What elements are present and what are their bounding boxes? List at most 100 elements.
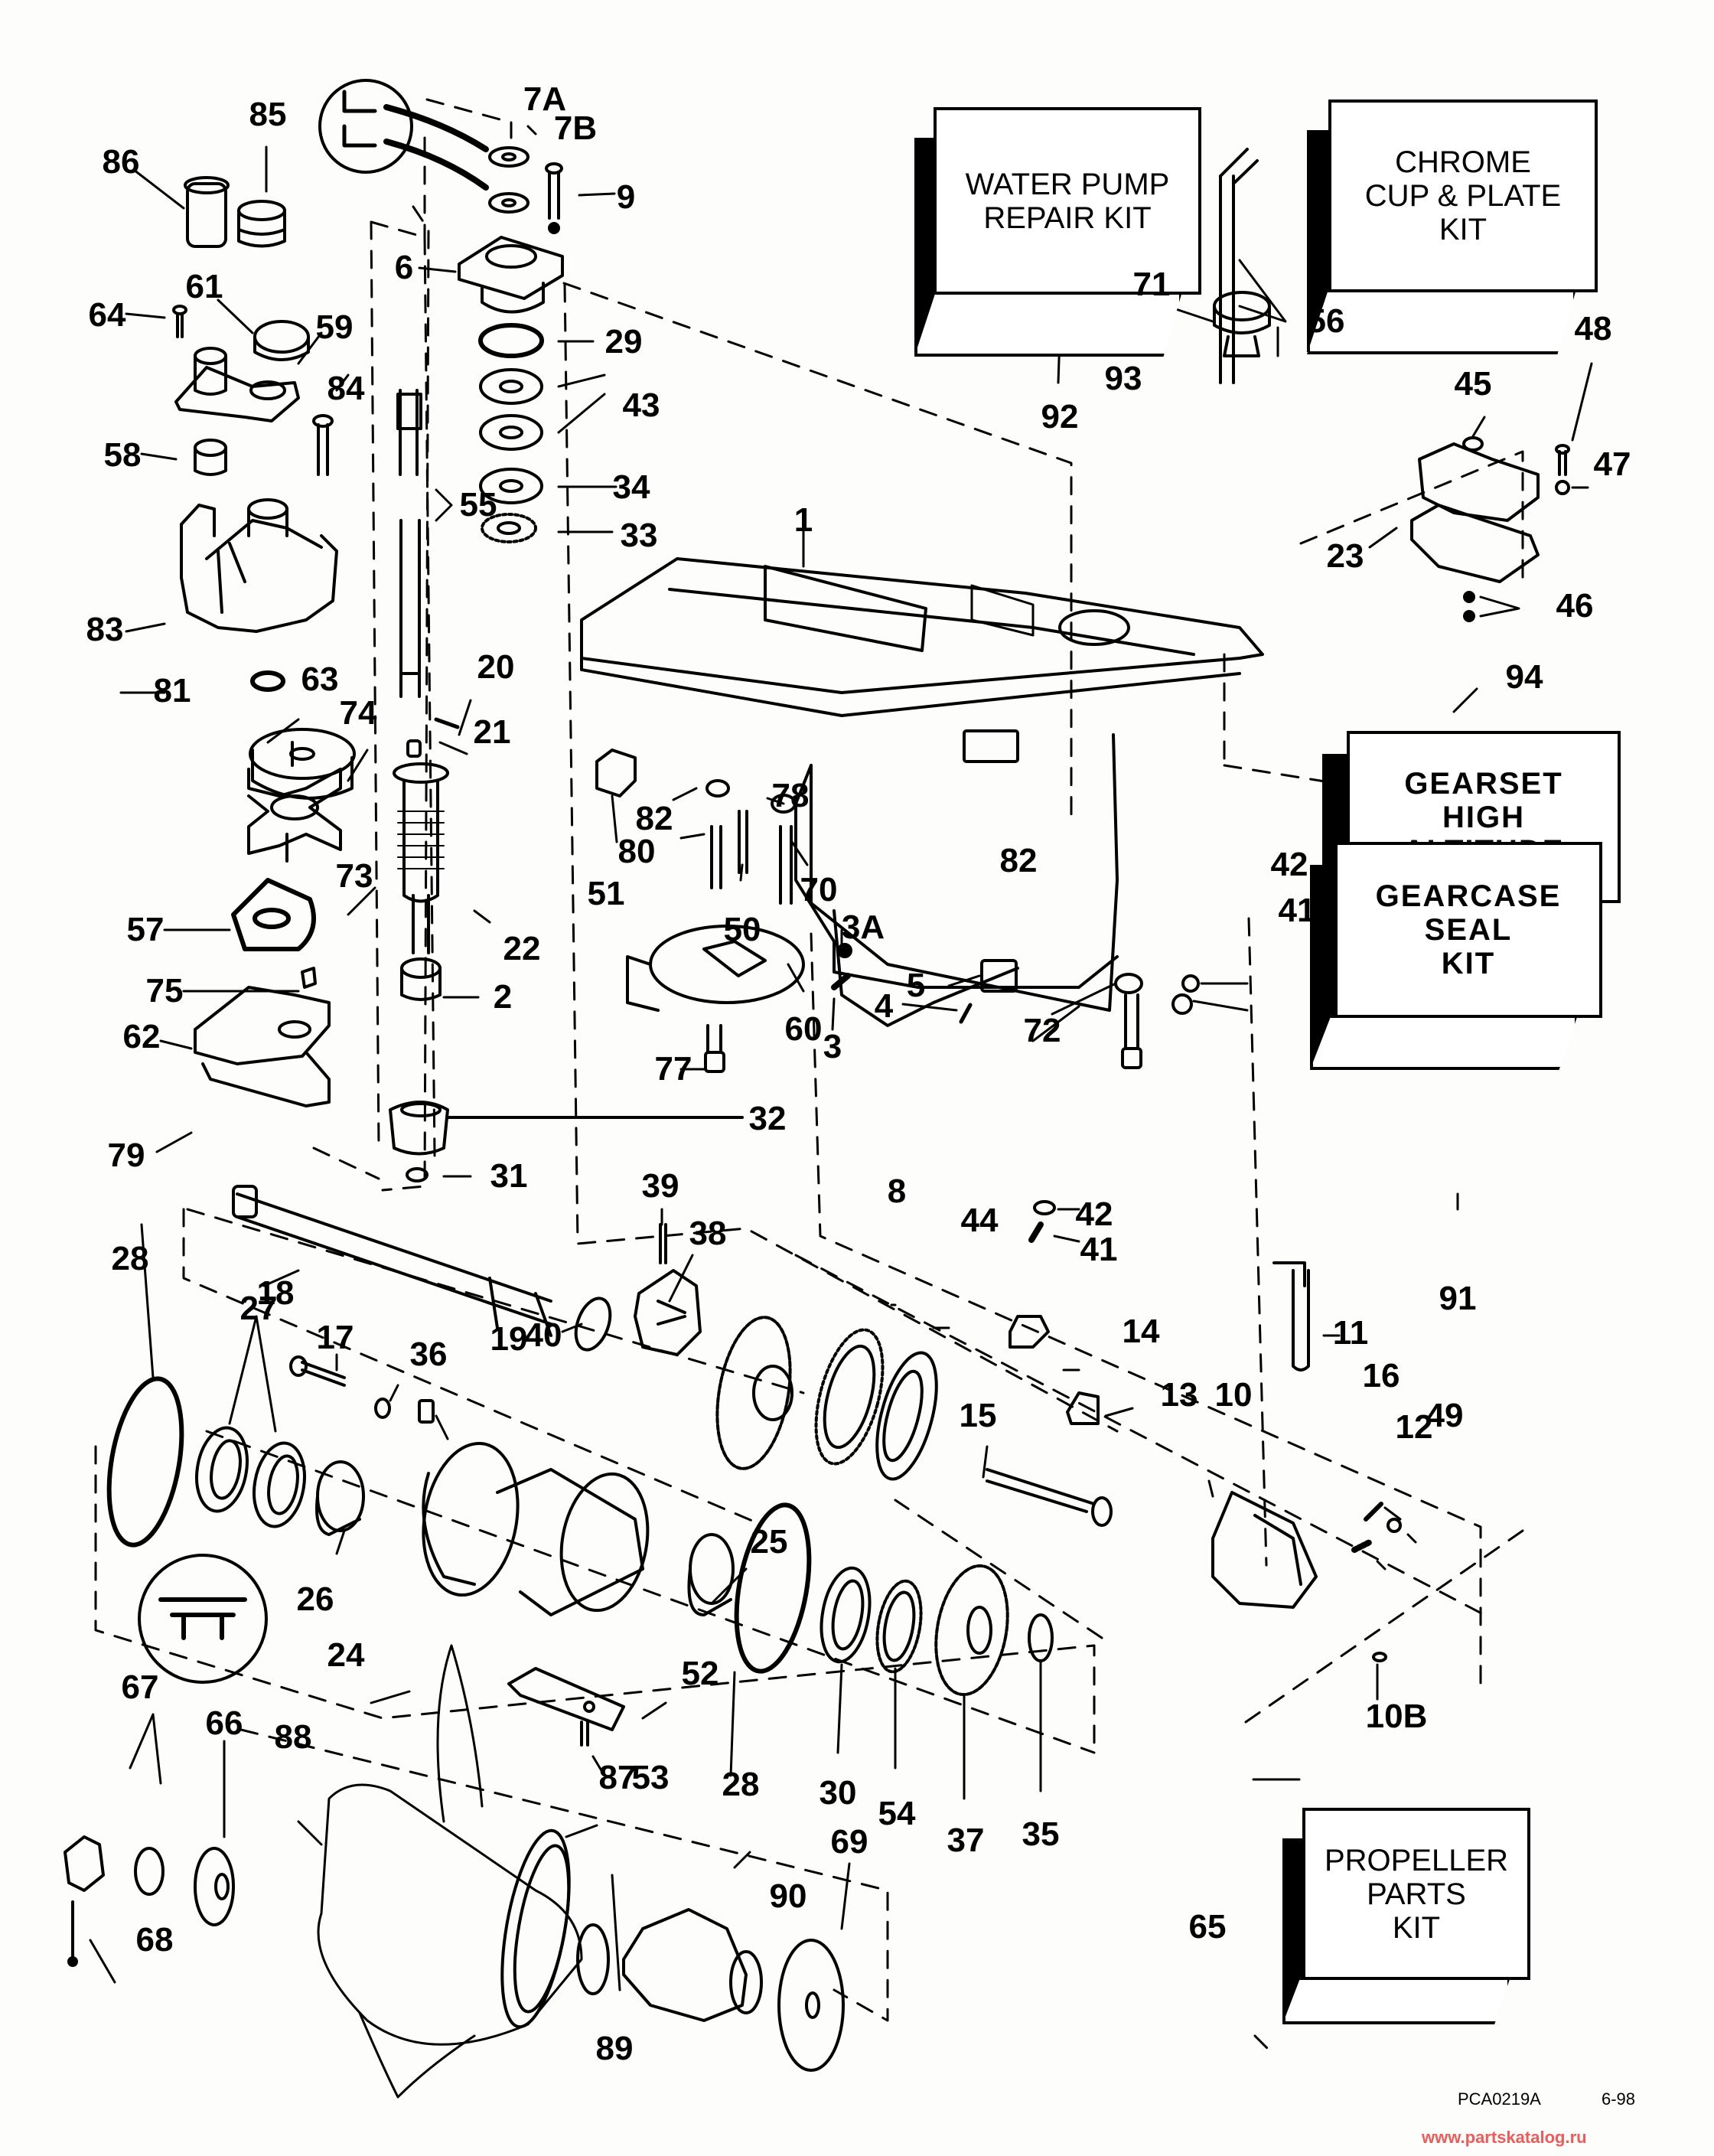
callout-64[interactable]: 64 [88, 296, 126, 334]
callout-8[interactable]: 8 [887, 1173, 907, 1210]
callout-30[interactable]: 30 [819, 1774, 857, 1812]
callout-83[interactable]: 83 [86, 611, 124, 648]
callout-34[interactable]: 34 [612, 468, 650, 506]
callout-74[interactable]: 74 [339, 694, 377, 732]
callout-37[interactable]: 37 [947, 1822, 985, 1859]
kit-box-water-pump-repair[interactable]: WATER PUMP REPAIR KIT [914, 107, 1201, 357]
callout-67[interactable]: 67 [121, 1668, 159, 1706]
callout-90[interactable]: 90 [769, 1877, 807, 1915]
callout-94[interactable]: 94 [1505, 658, 1543, 696]
callout-69[interactable]: 69 [830, 1823, 868, 1861]
kit-box-gearcase-seal[interactable]: GEARCASE SEAL KIT [1310, 842, 1608, 1071]
callout-20[interactable]: 20 [477, 648, 515, 686]
callout-55[interactable]: 55 [459, 486, 497, 524]
callout-14[interactable]: 14 [1122, 1313, 1160, 1350]
kit-box-propeller-parts[interactable]: PROPELLER PARTS KIT [1282, 1808, 1531, 2026]
callout-60[interactable]: 60 [784, 1010, 823, 1048]
callout-77[interactable]: 77 [654, 1050, 692, 1088]
callout-50[interactable]: 50 [723, 911, 761, 948]
callout-7b[interactable]: 7B [553, 109, 598, 147]
callout-56[interactable]: 56 [1307, 302, 1345, 340]
callout-2[interactable]: 2 [493, 978, 513, 1016]
callout-27[interactable]: 27 [240, 1290, 278, 1327]
callout-61[interactable]: 61 [185, 268, 223, 305]
callout-53[interactable]: 53 [631, 1759, 670, 1796]
callout-6[interactable]: 6 [394, 249, 414, 286]
callout-1[interactable]: 1 [793, 501, 813, 539]
callout-87[interactable]: 87 [598, 1759, 637, 1796]
callout-28b[interactable]: 28 [722, 1766, 760, 1803]
callout-57[interactable]: 57 [126, 911, 165, 948]
callout-32[interactable]: 32 [748, 1100, 787, 1137]
callout-24[interactable]: 24 [327, 1636, 365, 1674]
callout-21[interactable]: 21 [473, 713, 511, 751]
callout-29[interactable]: 29 [604, 323, 643, 360]
callout-75[interactable]: 75 [145, 972, 184, 1010]
callout-91[interactable]: 91 [1439, 1280, 1477, 1317]
callout-46[interactable]: 46 [1556, 587, 1594, 625]
callout-12[interactable]: 12 [1395, 1408, 1433, 1446]
callout-11[interactable]: 11 [1332, 1314, 1369, 1352]
callout-43[interactable]: 43 [622, 387, 660, 424]
callout-41[interactable]: 41 [1278, 892, 1316, 929]
callout-73[interactable]: 73 [335, 857, 373, 895]
callout-93[interactable]: 93 [1104, 360, 1142, 397]
callout-19[interactable]: 19 [490, 1320, 528, 1358]
callout-5[interactable]: 5 [906, 967, 926, 1004]
callout-82[interactable]: 82 [635, 800, 673, 837]
callout-16[interactable]: 16 [1362, 1357, 1400, 1394]
callout-3[interactable]: 3 [823, 1028, 842, 1065]
callout-84[interactable]: 84 [327, 370, 365, 407]
callout-3a[interactable]: 3A [841, 908, 885, 946]
callout-42b[interactable]: 42 [1075, 1195, 1113, 1233]
callout-81[interactable]: 81 [153, 672, 191, 709]
callout-17[interactable]: 17 [316, 1319, 354, 1356]
callout-88[interactable]: 88 [274, 1718, 312, 1756]
callout-13[interactable]: 13 [1160, 1376, 1198, 1414]
callout-92[interactable]: 92 [1041, 398, 1079, 435]
callout-58[interactable]: 58 [103, 436, 142, 474]
callout-70[interactable]: 70 [800, 871, 838, 908]
callout-44[interactable]: 44 [960, 1202, 999, 1239]
callout-18[interactable]: 18 [256, 1274, 295, 1312]
callout-85[interactable]: 85 [249, 96, 287, 133]
kit-box-chrome-cup-plate[interactable]: CHROME CUP & PLATE KIT [1307, 99, 1598, 356]
callout-63[interactable]: 63 [301, 660, 339, 698]
callout-10[interactable]: 10 [1214, 1376, 1253, 1414]
callout-26[interactable]: 26 [296, 1580, 334, 1618]
callout-49[interactable]: 49 [1426, 1397, 1464, 1434]
callout-54[interactable]: 54 [878, 1795, 916, 1832]
callout-48[interactable]: 48 [1574, 310, 1612, 347]
callout-47[interactable]: 47 [1593, 445, 1631, 483]
callout-38[interactable]: 38 [689, 1215, 727, 1252]
callout-68[interactable]: 68 [135, 1921, 174, 1959]
callout-15[interactable]: 15 [959, 1397, 997, 1434]
callout-65[interactable]: 65 [1188, 1908, 1227, 1946]
callout-62[interactable]: 62 [122, 1018, 161, 1055]
callout-36[interactable]: 36 [409, 1336, 448, 1373]
callout-22[interactable]: 22 [503, 930, 541, 967]
callout-35[interactable]: 35 [1022, 1815, 1060, 1853]
callout-86[interactable]: 86 [102, 143, 140, 181]
callout-45[interactable]: 45 [1454, 365, 1492, 403]
callout-59[interactable]: 59 [315, 308, 354, 346]
callout-31[interactable]: 31 [490, 1157, 528, 1195]
callout-89[interactable]: 89 [595, 2030, 634, 2067]
callout-10b[interactable]: 10B [1365, 1698, 1428, 1735]
callout-23[interactable]: 23 [1326, 537, 1364, 575]
callout-41b[interactable]: 41 [1080, 1231, 1118, 1268]
callout-4[interactable]: 4 [874, 987, 894, 1025]
callout-39[interactable]: 39 [641, 1167, 679, 1205]
watermark-link[interactable]: www.partskatalog.ru [1422, 2128, 1587, 2147]
callout-78[interactable]: 78 [771, 777, 810, 814]
callout-52[interactable]: 52 [681, 1655, 719, 1692]
callout-9[interactable]: 9 [616, 178, 636, 216]
callout-40[interactable]: 40 [524, 1316, 562, 1354]
callout-7a[interactable]: 7A [523, 80, 567, 118]
callout-28[interactable]: 28 [111, 1240, 149, 1277]
callout-72[interactable]: 72 [1023, 1012, 1061, 1049]
callout-42[interactable]: 42 [1270, 846, 1308, 883]
callout-79[interactable]: 79 [107, 1137, 145, 1174]
callout-82b[interactable]: 82 [999, 842, 1038, 879]
callout-66[interactable]: 66 [205, 1704, 243, 1742]
